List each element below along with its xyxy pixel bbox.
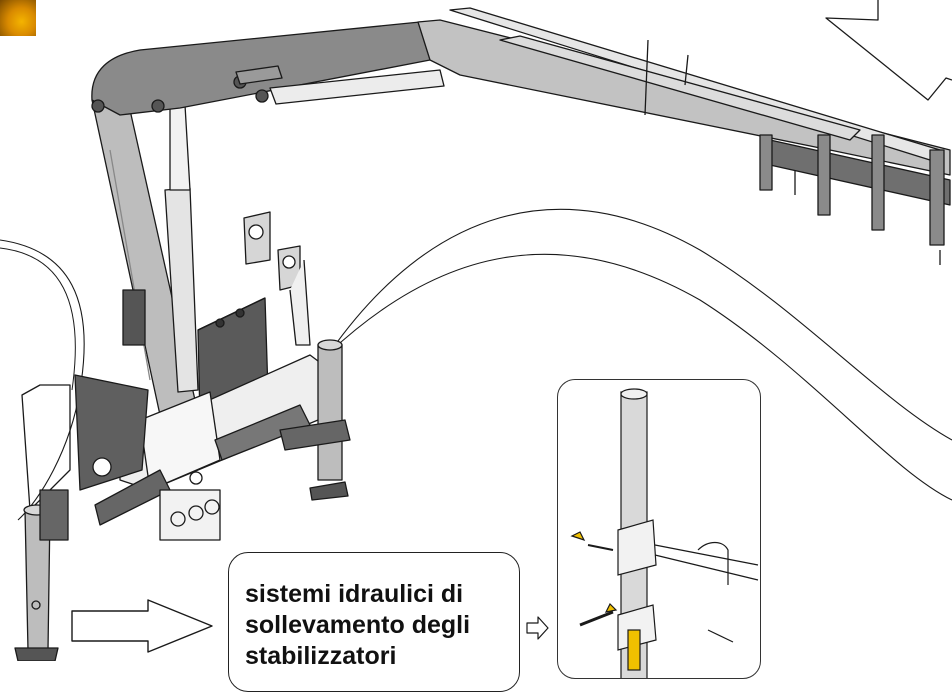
boom-cylinder <box>269 69 445 105</box>
guide-curve-upper <box>329 208 952 441</box>
brand-logo <box>0 0 36 36</box>
caption-text: sistemi idraulici di sollevamento degli … <box>245 580 471 670</box>
right-stabilizer <box>317 344 343 481</box>
yellow-arrow-icon <box>570 531 586 542</box>
crane-illustration <box>0 0 952 661</box>
diagonal-arrow-outline-icon <box>825 0 952 101</box>
guide-curve-lower <box>329 253 952 501</box>
guide-curve-left <box>0 239 85 521</box>
stabilizer-detail-drawing <box>570 388 759 678</box>
right-arrow-outline-icon <box>71 599 213 653</box>
caption-box: sistemi idraulici di sollevamento degli … <box>228 552 520 692</box>
left-control-panel <box>74 374 149 491</box>
detail-pin-lower <box>579 610 614 627</box>
small-right-arrow-icon <box>526 616 549 640</box>
detail-pin <box>587 544 614 551</box>
detail-inset-panel <box>557 379 761 679</box>
